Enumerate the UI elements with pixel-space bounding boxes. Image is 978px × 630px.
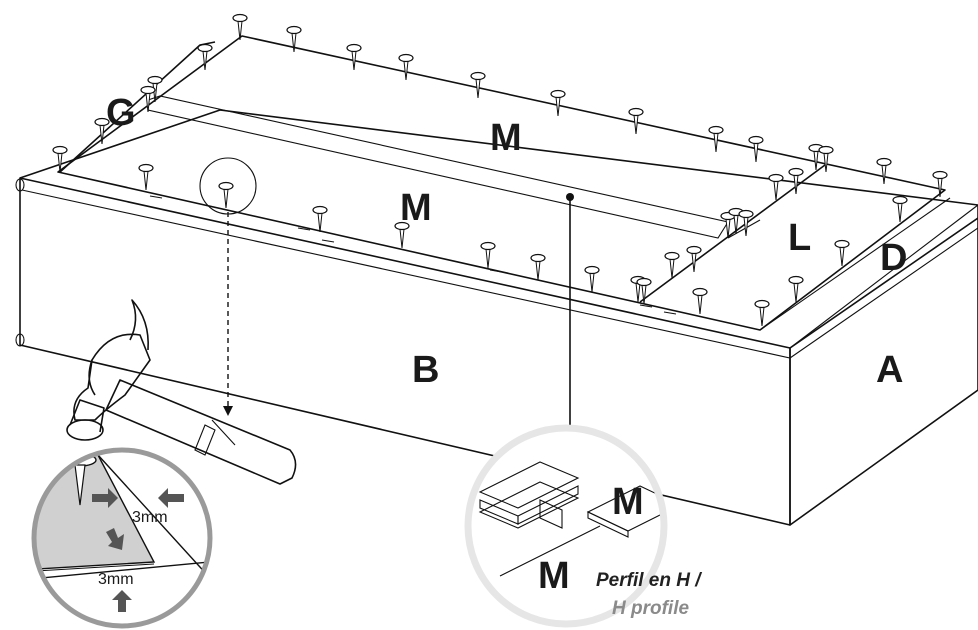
nail-icon (636, 277, 652, 305)
cabinet-body (15, 109, 978, 526)
label-m-back: M (490, 117, 522, 159)
nail-icon (748, 135, 764, 163)
nail-icon (398, 53, 414, 81)
label-m-front: M (400, 187, 432, 229)
nail-icon (94, 117, 110, 145)
label-g: G (106, 92, 136, 134)
label-a: A (876, 349, 903, 391)
h-profile-detail: M M Perfil en H / H profile (464, 424, 702, 628)
label-m-detail-top: M (612, 481, 644, 523)
nail-icon (232, 13, 248, 41)
nail-icon (394, 221, 410, 249)
gap-label-top: 3mm (132, 509, 168, 526)
nail-icon (286, 25, 302, 53)
nail-icon (550, 89, 566, 117)
nail-icon (876, 157, 892, 185)
nail-icon (754, 299, 770, 327)
label-d: D (880, 237, 907, 279)
nail-icon (52, 13, 948, 327)
nail-icon (470, 71, 486, 99)
nail-icon (686, 245, 702, 273)
nail-icon (664, 251, 680, 279)
nail-icon (530, 253, 546, 281)
nail-icon (932, 170, 948, 198)
gap-label-bottom: 3mm (98, 571, 134, 588)
nail-icon (584, 265, 600, 293)
nail-icon (52, 145, 68, 173)
nail-icon (788, 167, 804, 195)
label-l: L (788, 217, 811, 259)
nail-icon (768, 173, 784, 201)
hammer-icon (66, 299, 297, 485)
nail-icon (818, 145, 834, 173)
nail-detail: 3mm 3mm (31, 447, 213, 629)
nail-icon (628, 107, 644, 135)
nail-icon (892, 195, 908, 223)
nail-icon (788, 275, 804, 303)
back-panels (57, 35, 951, 331)
nail-icon (480, 241, 496, 269)
label-m-detail-bottom: M (538, 555, 570, 597)
arrow-icon (92, 488, 184, 612)
nail-icon (738, 209, 754, 237)
caption-spanish: Perfil en H / (596, 570, 702, 591)
caption-english: H profile (612, 598, 689, 619)
nail-icon (708, 125, 724, 153)
nail-icon (140, 85, 156, 113)
nail-icon (197, 43, 213, 71)
nail-icon (346, 43, 362, 71)
nail-icon (312, 205, 328, 233)
nail-icon (138, 163, 154, 191)
nail-icon (692, 287, 708, 315)
label-b: B (412, 349, 439, 391)
nail-icon (218, 181, 234, 209)
nail-icon (834, 239, 850, 267)
